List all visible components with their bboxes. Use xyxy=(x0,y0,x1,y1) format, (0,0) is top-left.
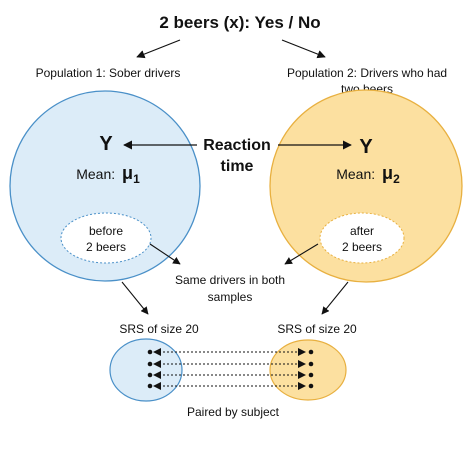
arrow-pop2-to-sample2 xyxy=(321,281,349,315)
arrow-title-to-pop2 xyxy=(281,39,326,59)
population2-inner-line1: after xyxy=(350,224,374,238)
population1-inner-line1: before xyxy=(89,224,123,238)
population1-label: Population 1: Sober drivers xyxy=(36,66,181,80)
population2-variable: Y xyxy=(359,136,373,158)
pairing-label: Paired by subject xyxy=(187,405,280,419)
population1-mean-prefix: Mean: xyxy=(76,166,115,182)
population2-label-line1: Population 2: Drivers who had xyxy=(287,66,447,80)
arrow-title-to-pop1 xyxy=(136,39,181,59)
population2-mean-prefix: Mean: xyxy=(336,166,375,182)
population1-circle xyxy=(9,90,201,282)
arrow-pop2-to-same-drivers xyxy=(284,243,319,265)
pair-arrowheads-right xyxy=(298,348,306,390)
pair-arrowheads-left xyxy=(153,348,161,390)
same-drivers-line2: samples xyxy=(208,290,253,304)
diagram-title: 2 beers (x): Yes / No xyxy=(159,13,320,32)
sample2-ellipse xyxy=(269,339,347,401)
population2-mean: Mean: μ2 xyxy=(336,163,400,186)
sample1-label: SRS of size 20 xyxy=(119,322,199,336)
population1-mean-subscript: 1 xyxy=(133,172,140,186)
population2-inner-line2: 2 beers xyxy=(342,240,382,254)
sample1-ellipse xyxy=(109,338,183,402)
arrow-pop1-to-sample1 xyxy=(121,281,149,315)
population1-mean-symbol: μ xyxy=(122,163,133,183)
population2-mean-subscript: 2 xyxy=(393,172,400,186)
population2-mean-symbol: μ xyxy=(382,163,393,183)
population1-mean: Mean: μ1 xyxy=(76,163,140,186)
pair-dots-left xyxy=(147,349,153,389)
arrow-pop1-to-same-drivers xyxy=(149,243,181,265)
sample2-label: SRS of size 20 xyxy=(277,322,357,336)
paired-arrows xyxy=(155,351,304,387)
population1-variable: Y xyxy=(99,133,113,155)
pair-dots-right xyxy=(308,349,314,389)
population1-inner-line2: 2 beers xyxy=(86,240,126,254)
same-drivers-line1: Same drivers in both xyxy=(175,273,285,287)
population2-circle xyxy=(269,89,463,283)
population2-sample-oval xyxy=(319,212,405,264)
population1-sample-oval xyxy=(60,212,152,264)
response-label-line1: Reaction xyxy=(203,137,271,154)
response-label-line2: time xyxy=(221,158,254,175)
